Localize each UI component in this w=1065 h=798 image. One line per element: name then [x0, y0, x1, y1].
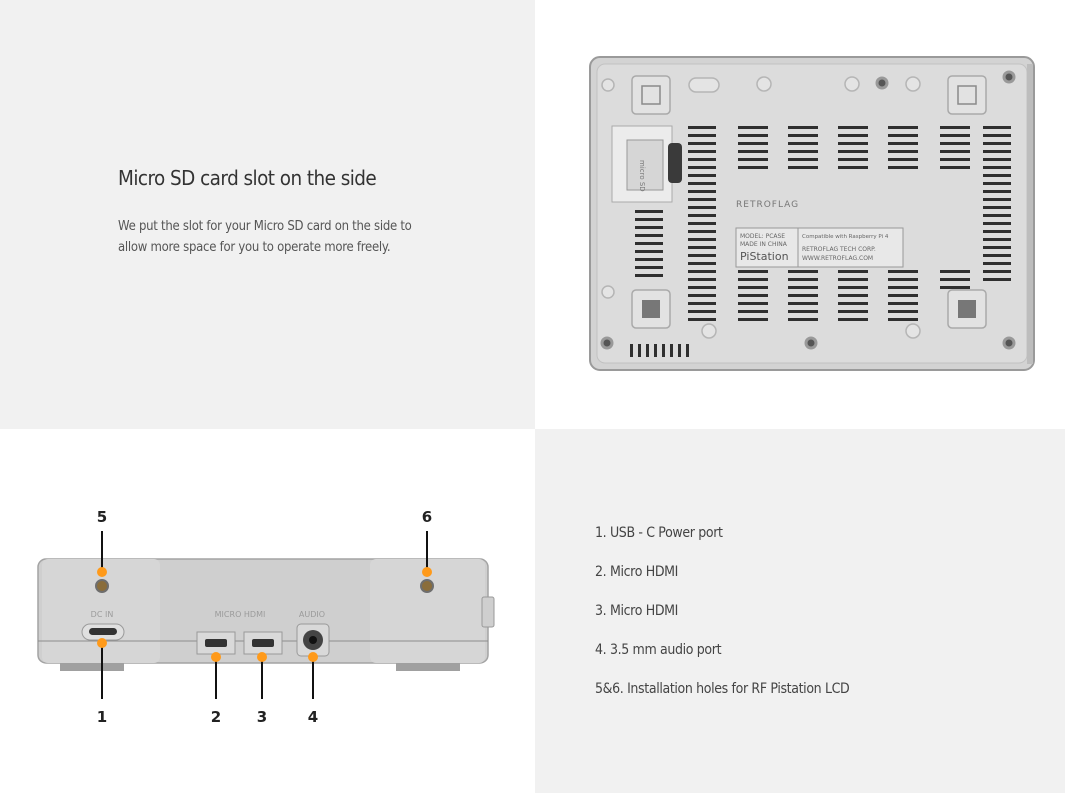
case-bottom-panel: micro SD RETROFLAG MODEL: PCASE MADE IN … [535, 0, 1065, 429]
label-compat: Compatible with Raspberry Pi 4 [802, 234, 889, 240]
feature-panel: Micro SD card slot on the side We put th… [0, 0, 535, 429]
list-item: 1. USB - C Power port [595, 525, 723, 541]
feature-title: Micro SD card slot on the side [118, 166, 377, 190]
list-item: 3. Micro HDMI [595, 603, 679, 619]
retroflag-logo: RETROFLAG [736, 200, 799, 210]
callout-4: 4 [308, 708, 318, 726]
port-list: 1. USB - C Power port 2. Micro HDMI 3. M… [595, 525, 878, 720]
case-bottom-image: micro SD RETROFLAG MODEL: PCASE MADE IN … [589, 56, 1035, 371]
feature-description: We put the slot for your Micro SD card o… [118, 219, 412, 255]
label-origin: MADE IN CHINA [740, 241, 788, 248]
label-brand: PiStation [740, 250, 789, 263]
dc-in-label: DC IN [91, 610, 114, 619]
callout-1: 1 [97, 708, 107, 726]
case-back-image: DC IN MICRO HDMI AUDIO [37, 508, 495, 726]
list-item: 5&6. Installation holes for RF Pistation… [595, 681, 850, 697]
micro-hdmi-label: MICRO HDMI [215, 610, 266, 619]
callout-2: 2 [211, 708, 221, 726]
ports-panel: 1. USB - C Power port 2. Micro HDMI 3. M… [535, 429, 1065, 793]
label-website: WWW.RETROFLAG.COM [802, 255, 873, 262]
callout-5: 5 [97, 508, 107, 526]
label-company: RETROFLAG TECH CORP. [802, 246, 876, 253]
sd-slot-text: micro SD [638, 160, 646, 192]
case-back-panel: DC IN MICRO HDMI AUDIO [0, 429, 535, 793]
list-item: 2. Micro HDMI [595, 564, 679, 580]
list-item: 4. 3.5 mm audio port [595, 642, 722, 658]
label-model: MODEL: PCASE [740, 233, 785, 240]
callout-3: 3 [257, 708, 267, 726]
audio-label: AUDIO [299, 610, 325, 619]
callout-6: 6 [422, 508, 432, 526]
